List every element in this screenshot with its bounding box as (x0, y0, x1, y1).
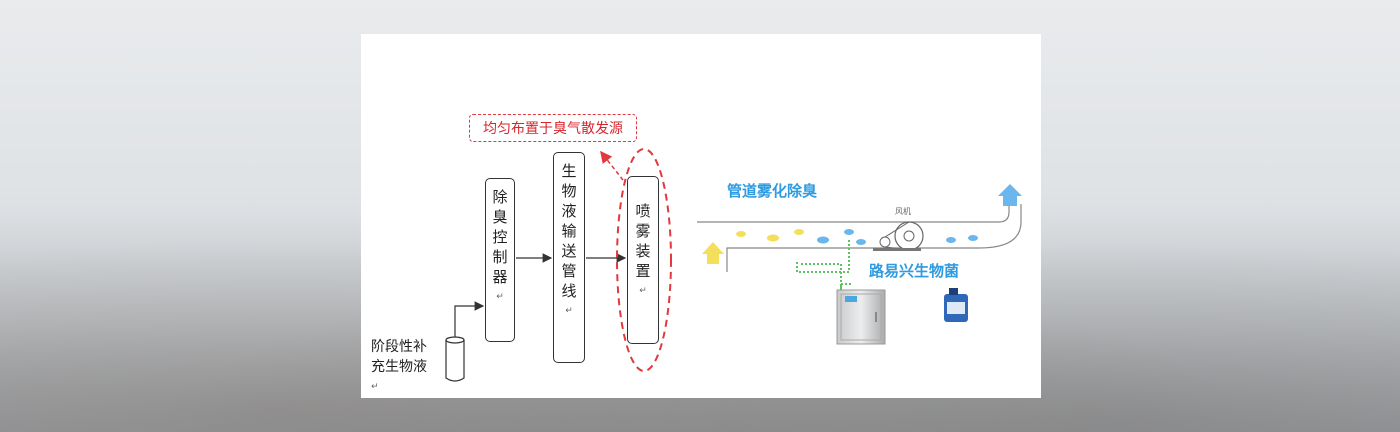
return-mark: ↵ (565, 306, 573, 316)
transport-char: 液 (561, 202, 577, 220)
controller-char: 臭 (492, 208, 508, 226)
return-mark: ↵ (639, 286, 647, 296)
transport-char: 生 (561, 162, 577, 180)
odor-particles-icon (736, 229, 978, 245)
spray-char: 置 (635, 262, 651, 280)
return-mark: ↵ (496, 292, 504, 302)
duct-top-wall (697, 204, 1010, 223)
diagram-panel: 均匀布置于臭气散发源 除 臭 控 制 器 ↵ 生 物 液 输 送 管 线 ↵ 喷… (361, 34, 1041, 398)
supplement-arrow (454, 301, 485, 337)
transport-char: 物 (561, 182, 577, 200)
duct-title: 管道雾化除臭 (727, 182, 818, 200)
green-pipe (796, 240, 851, 285)
transport-char: 线 (561, 282, 577, 300)
outlet-arrow-icon (998, 184, 1022, 206)
bio-liquid-bottle-icon (944, 288, 968, 322)
controller-char: 制 (492, 248, 508, 266)
duct-bottom-wall (726, 204, 1022, 272)
fan-label: 风机 (895, 207, 911, 216)
spray-char: 雾 (635, 222, 651, 240)
spray-char: 喷 (635, 202, 651, 220)
fan-icon (873, 221, 924, 251)
controller-char: 控 (492, 228, 508, 246)
duct-illustration (697, 184, 1022, 345)
transport-char: 管 (561, 262, 577, 280)
spray-box: 喷 雾 装 置 ↵ (627, 176, 659, 344)
transport-char: 送 (561, 242, 577, 260)
spray-cabinet-icon (836, 289, 886, 345)
transport-char: 输 (561, 222, 577, 240)
placement-arrow (600, 150, 624, 181)
inlet-arrow-icon (702, 242, 724, 264)
controller-char: 器 (492, 268, 508, 286)
transport-box: 生 物 液 输 送 管 线 ↵ (553, 152, 585, 363)
placement-note-text: 均匀布置于臭气散发源 (483, 121, 623, 137)
supplement-line-1: 阶段性补 (371, 339, 427, 355)
brand-label: 路易兴生物菌 (869, 262, 960, 280)
controller-box: 除 臭 控 制 器 ↵ (485, 178, 515, 342)
return-mark: ↵ (371, 382, 379, 392)
supplement-line-2: 充生物液 (371, 359, 427, 375)
placement-note-label: 均匀布置于臭气散发源 (469, 114, 637, 142)
flow-connectors (445, 148, 672, 382)
supplement-note: 阶段性补 充生物液 ↵ (371, 337, 427, 397)
spray-highlight-ellipse (616, 148, 672, 372)
controller-char: 除 (492, 188, 508, 206)
spray-char: 装 (635, 242, 651, 260)
